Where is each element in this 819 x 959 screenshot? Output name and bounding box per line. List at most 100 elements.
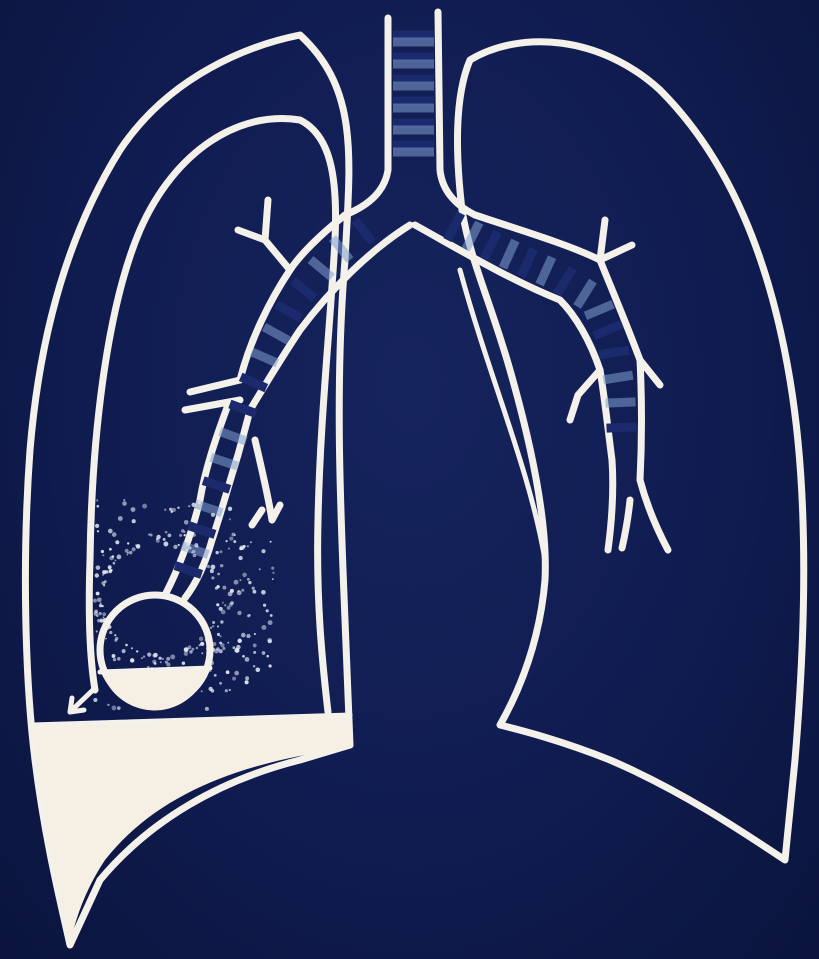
stipple-dot [117, 706, 121, 710]
stipple-dot [93, 698, 97, 702]
stipple-dot [97, 597, 102, 602]
stipple-dot [217, 633, 220, 636]
right-bronchus-ring [585, 304, 613, 316]
stipple-dot [222, 602, 224, 604]
lung-abscess [93, 499, 275, 711]
stipple-dot [238, 556, 242, 560]
stipple-dot [129, 551, 132, 554]
stipple-dot [108, 570, 111, 573]
stipple-dot [259, 568, 261, 570]
stipple-dot [227, 642, 229, 644]
stipple-dot [246, 634, 250, 638]
stipple-dot [205, 707, 209, 711]
stipple-dot [229, 603, 233, 607]
stipple-dot [245, 657, 250, 662]
stipple-dot [226, 670, 230, 674]
stipple-dot [198, 501, 201, 504]
right-bronchus-ring [540, 257, 552, 284]
stipple-dot [242, 573, 247, 578]
stipple-dot [97, 505, 100, 508]
stipple-dot [232, 677, 236, 681]
stipple-dot [225, 540, 227, 542]
stipple-dot [172, 508, 176, 512]
right-bronchus-ring [447, 213, 461, 240]
stipple-dot [270, 541, 272, 543]
stipple-dot [207, 565, 210, 568]
stipple-dot [201, 690, 203, 692]
stipple-dot [185, 541, 190, 546]
stipple-dot [101, 550, 104, 553]
stipple-dot [109, 631, 112, 634]
stipple-dot [253, 665, 256, 668]
stipple-dot [188, 505, 190, 507]
stipple-dot [272, 572, 274, 574]
stipple-dot [93, 599, 97, 603]
stipple-dot [228, 507, 232, 511]
stipple-dot [178, 544, 180, 546]
stipple-dot [150, 534, 153, 537]
left-bronchus-ring [277, 304, 301, 318]
left-bronchus-ring [293, 281, 315, 299]
stipple-dot [268, 664, 271, 667]
stipple-dot [272, 578, 274, 580]
stipple-dot [100, 602, 102, 604]
stipple-dot [229, 518, 231, 520]
stipple-dot [222, 647, 225, 650]
stipple-dot [162, 658, 164, 660]
stipple-dot [253, 651, 256, 654]
stipple-dot [127, 542, 129, 544]
stipple-dot [143, 655, 145, 657]
stipple-dot [242, 655, 245, 658]
stipple-dot [184, 534, 186, 536]
right-bronchus-ring [521, 249, 533, 276]
stipple-dot [245, 680, 249, 684]
stipple-dot [233, 540, 236, 543]
stipple-dot [219, 682, 222, 685]
stipple-dot [114, 634, 116, 636]
stipple-dot [130, 658, 134, 662]
stipple-dot [261, 549, 265, 553]
stipple-dot [154, 662, 157, 665]
stipple-dot [211, 565, 216, 570]
stipple-dot [113, 658, 116, 661]
stipple-dot [96, 630, 98, 632]
stipple-dot [182, 661, 185, 664]
right-bronchus-ring [606, 402, 636, 403]
stipple-dot [197, 546, 199, 548]
stipple-dot [241, 589, 244, 592]
stipple-dot [131, 507, 136, 512]
stipple-dot [232, 646, 235, 649]
stipple-dot [211, 576, 214, 579]
stipple-dot [165, 661, 168, 664]
stipple-dot [211, 513, 215, 517]
stipple-dot [247, 578, 250, 581]
stipple-dot [222, 586, 226, 590]
stipple-dot [247, 545, 249, 547]
stipple-dot [237, 611, 241, 615]
right-bronchus-ring [557, 269, 573, 294]
left-bronchus-upper-wall [238, 200, 345, 270]
stipple-dot [131, 647, 133, 649]
stipple-dot [196, 647, 198, 649]
stipple-dot [266, 609, 269, 612]
stipple-dot [164, 509, 166, 511]
stipple-dot [208, 687, 212, 691]
stipple-dot [217, 573, 220, 576]
stipple-dot [163, 542, 168, 547]
stipple-dot [221, 610, 226, 615]
stipple-dot [101, 581, 105, 585]
stipple-dot [168, 534, 172, 538]
stipple-dot [248, 581, 251, 584]
pleural-effusion-fluid [32, 715, 352, 945]
stipple-dot [210, 627, 212, 629]
stipple-dot [95, 524, 99, 528]
stipple-dot [241, 633, 246, 638]
stipple-dot [236, 645, 240, 649]
stipple-dot [189, 650, 192, 653]
stipple-dot [95, 573, 99, 577]
stipple-dot [184, 652, 188, 656]
stipple-dot [169, 508, 172, 511]
stipple-dot [252, 587, 255, 590]
stipple-dot [158, 657, 161, 660]
